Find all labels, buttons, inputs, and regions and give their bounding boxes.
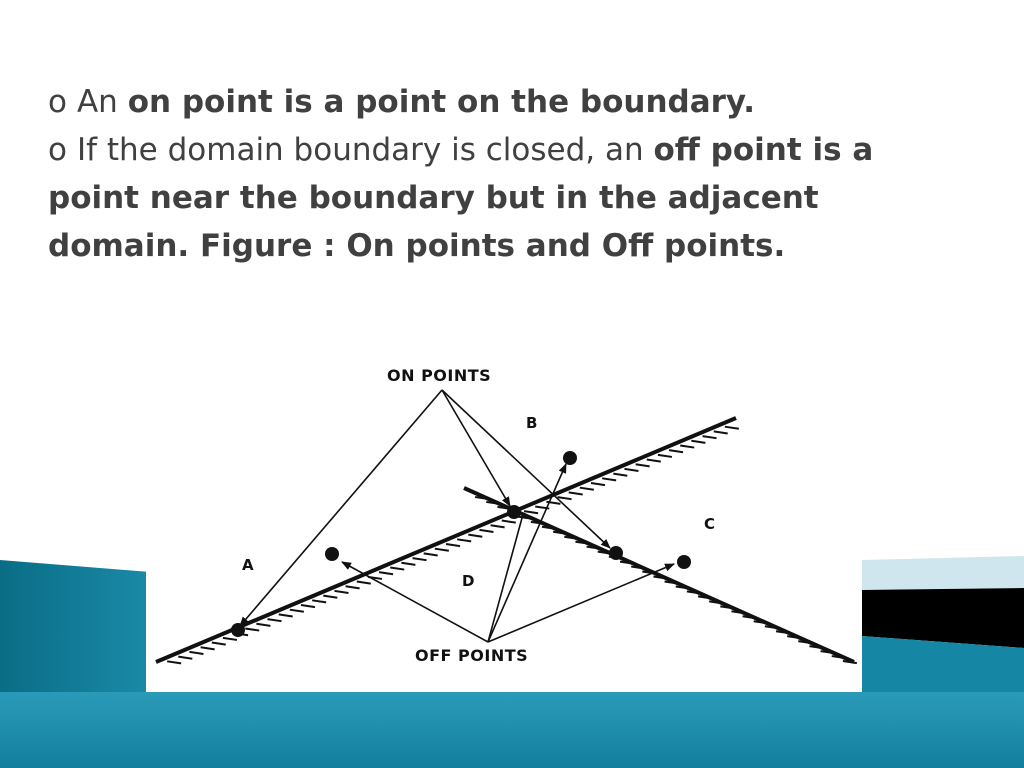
hatch-mark (501, 519, 516, 524)
hatch-mark (680, 444, 695, 449)
hatch-mark (702, 435, 717, 440)
bullet-marker: o (48, 84, 67, 120)
blue-band-bottom (0, 692, 1024, 768)
hatch-mark (167, 660, 182, 665)
hatch-mark (312, 599, 327, 604)
hatch-mark (401, 561, 416, 566)
hatch-mark (267, 618, 282, 623)
arrow-on-to-c (441, 389, 611, 549)
hatch-mark (523, 510, 539, 515)
off-point-top (563, 451, 577, 465)
hatch-mark (490, 524, 505, 529)
region-label-c: C (704, 515, 716, 533)
off-points-label: OFF POINTS (415, 646, 529, 665)
arrow-off-to-top (487, 463, 567, 643)
hatch-mark (412, 557, 427, 562)
hatch-mark (646, 458, 661, 463)
on-point-c (609, 546, 623, 560)
hatch-mark (356, 580, 371, 585)
black-band-right (862, 588, 1024, 648)
hatch-mark (278, 613, 293, 618)
hatch-mark (468, 533, 483, 538)
hatch-mark (457, 538, 472, 543)
hatch-mark (568, 491, 583, 496)
hatch-mark (590, 482, 606, 487)
hatch-mark (289, 608, 304, 613)
region-label-b: B (526, 414, 538, 432)
hatch-mark (300, 604, 316, 609)
hatch-mark (189, 650, 204, 656)
hatch-mark (378, 571, 394, 576)
boundary-hatching (167, 425, 858, 665)
hatch-mark (657, 453, 673, 458)
hatch-mark (334, 589, 349, 595)
hatch-mark (423, 552, 438, 557)
bullet-plain-text: An (76, 84, 128, 120)
off-point-left (325, 547, 339, 561)
arrow-on-to-b (441, 389, 511, 507)
arrow-off-to-left (341, 561, 489, 643)
bullet-plain-text: If the domain boundary is closed, an (76, 132, 654, 168)
bullet-bold-text: on point is a point on the boundary. (127, 84, 756, 120)
on-point-b (507, 505, 521, 519)
hatch-mark (635, 463, 650, 468)
hatch-mark (724, 425, 739, 430)
hatch-mark (668, 449, 684, 454)
hatch-mark (579, 486, 594, 491)
hatch-mark (691, 439, 706, 444)
hatch-mark (256, 622, 271, 627)
blue-band-right (862, 636, 1024, 692)
hatch-mark (211, 641, 226, 646)
hatch-mark (345, 585, 360, 590)
hatch-mark (602, 477, 617, 482)
hatch-mark (445, 543, 461, 548)
hatch-mark (222, 636, 238, 641)
hatch-mark (200, 646, 215, 651)
arrow-off-to-right (487, 563, 675, 643)
hatch-mark (178, 655, 193, 660)
off-point-right (677, 555, 691, 569)
region-label-d: D (462, 572, 475, 590)
hatch-mark (479, 528, 494, 534)
arrow-on-to-a (239, 389, 443, 627)
boundary-line-rising (155, 416, 737, 664)
hatch-mark (557, 496, 572, 501)
hatch-mark (245, 627, 260, 632)
on-points-label: ON POINTS (387, 366, 492, 385)
hatch-mark (323, 594, 338, 599)
bullet-marker: o (48, 132, 67, 168)
bullet-bold-text: off point is a point near the boundary b… (48, 132, 874, 264)
region-label-a: A (242, 556, 254, 574)
hatch-mark (624, 467, 639, 473)
arrow-off-to-d (487, 517, 523, 643)
figure-on-off-points: ON POINTS OFF POINTS A B C D (146, 352, 862, 692)
boundary-diagram (155, 389, 858, 665)
hatch-mark (390, 566, 405, 571)
hatch-mark (434, 547, 449, 552)
on-point-a (231, 623, 245, 637)
hatch-mark (713, 430, 728, 435)
light-band-right (862, 556, 1024, 590)
hatch-mark (613, 472, 628, 477)
boundary-line-falling (463, 486, 855, 664)
